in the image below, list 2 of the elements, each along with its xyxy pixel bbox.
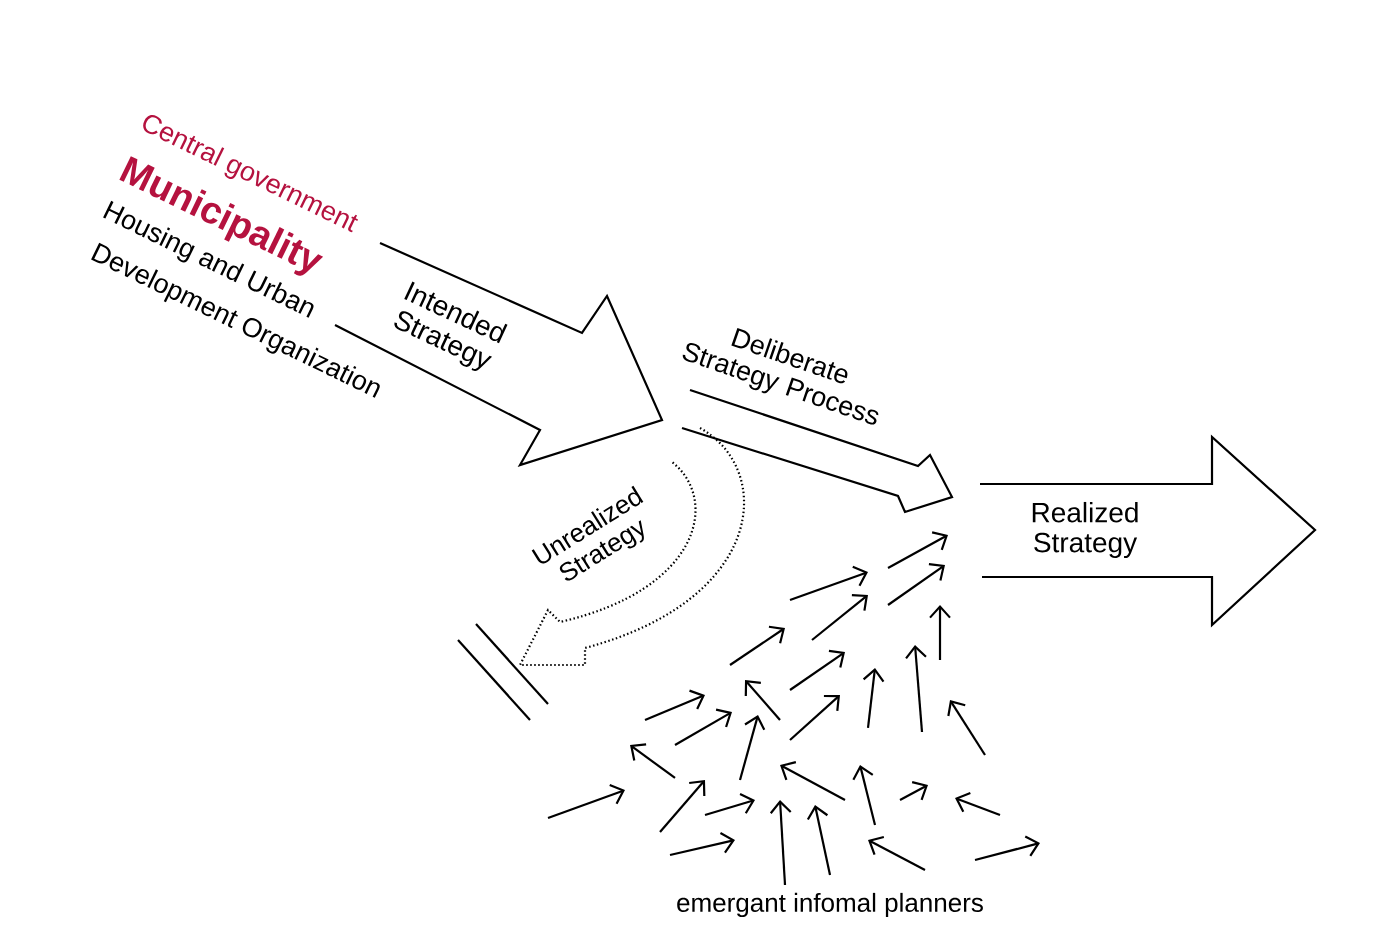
double-bar [457,623,549,721]
caption-label: emergant infomal planners [677,892,983,918]
